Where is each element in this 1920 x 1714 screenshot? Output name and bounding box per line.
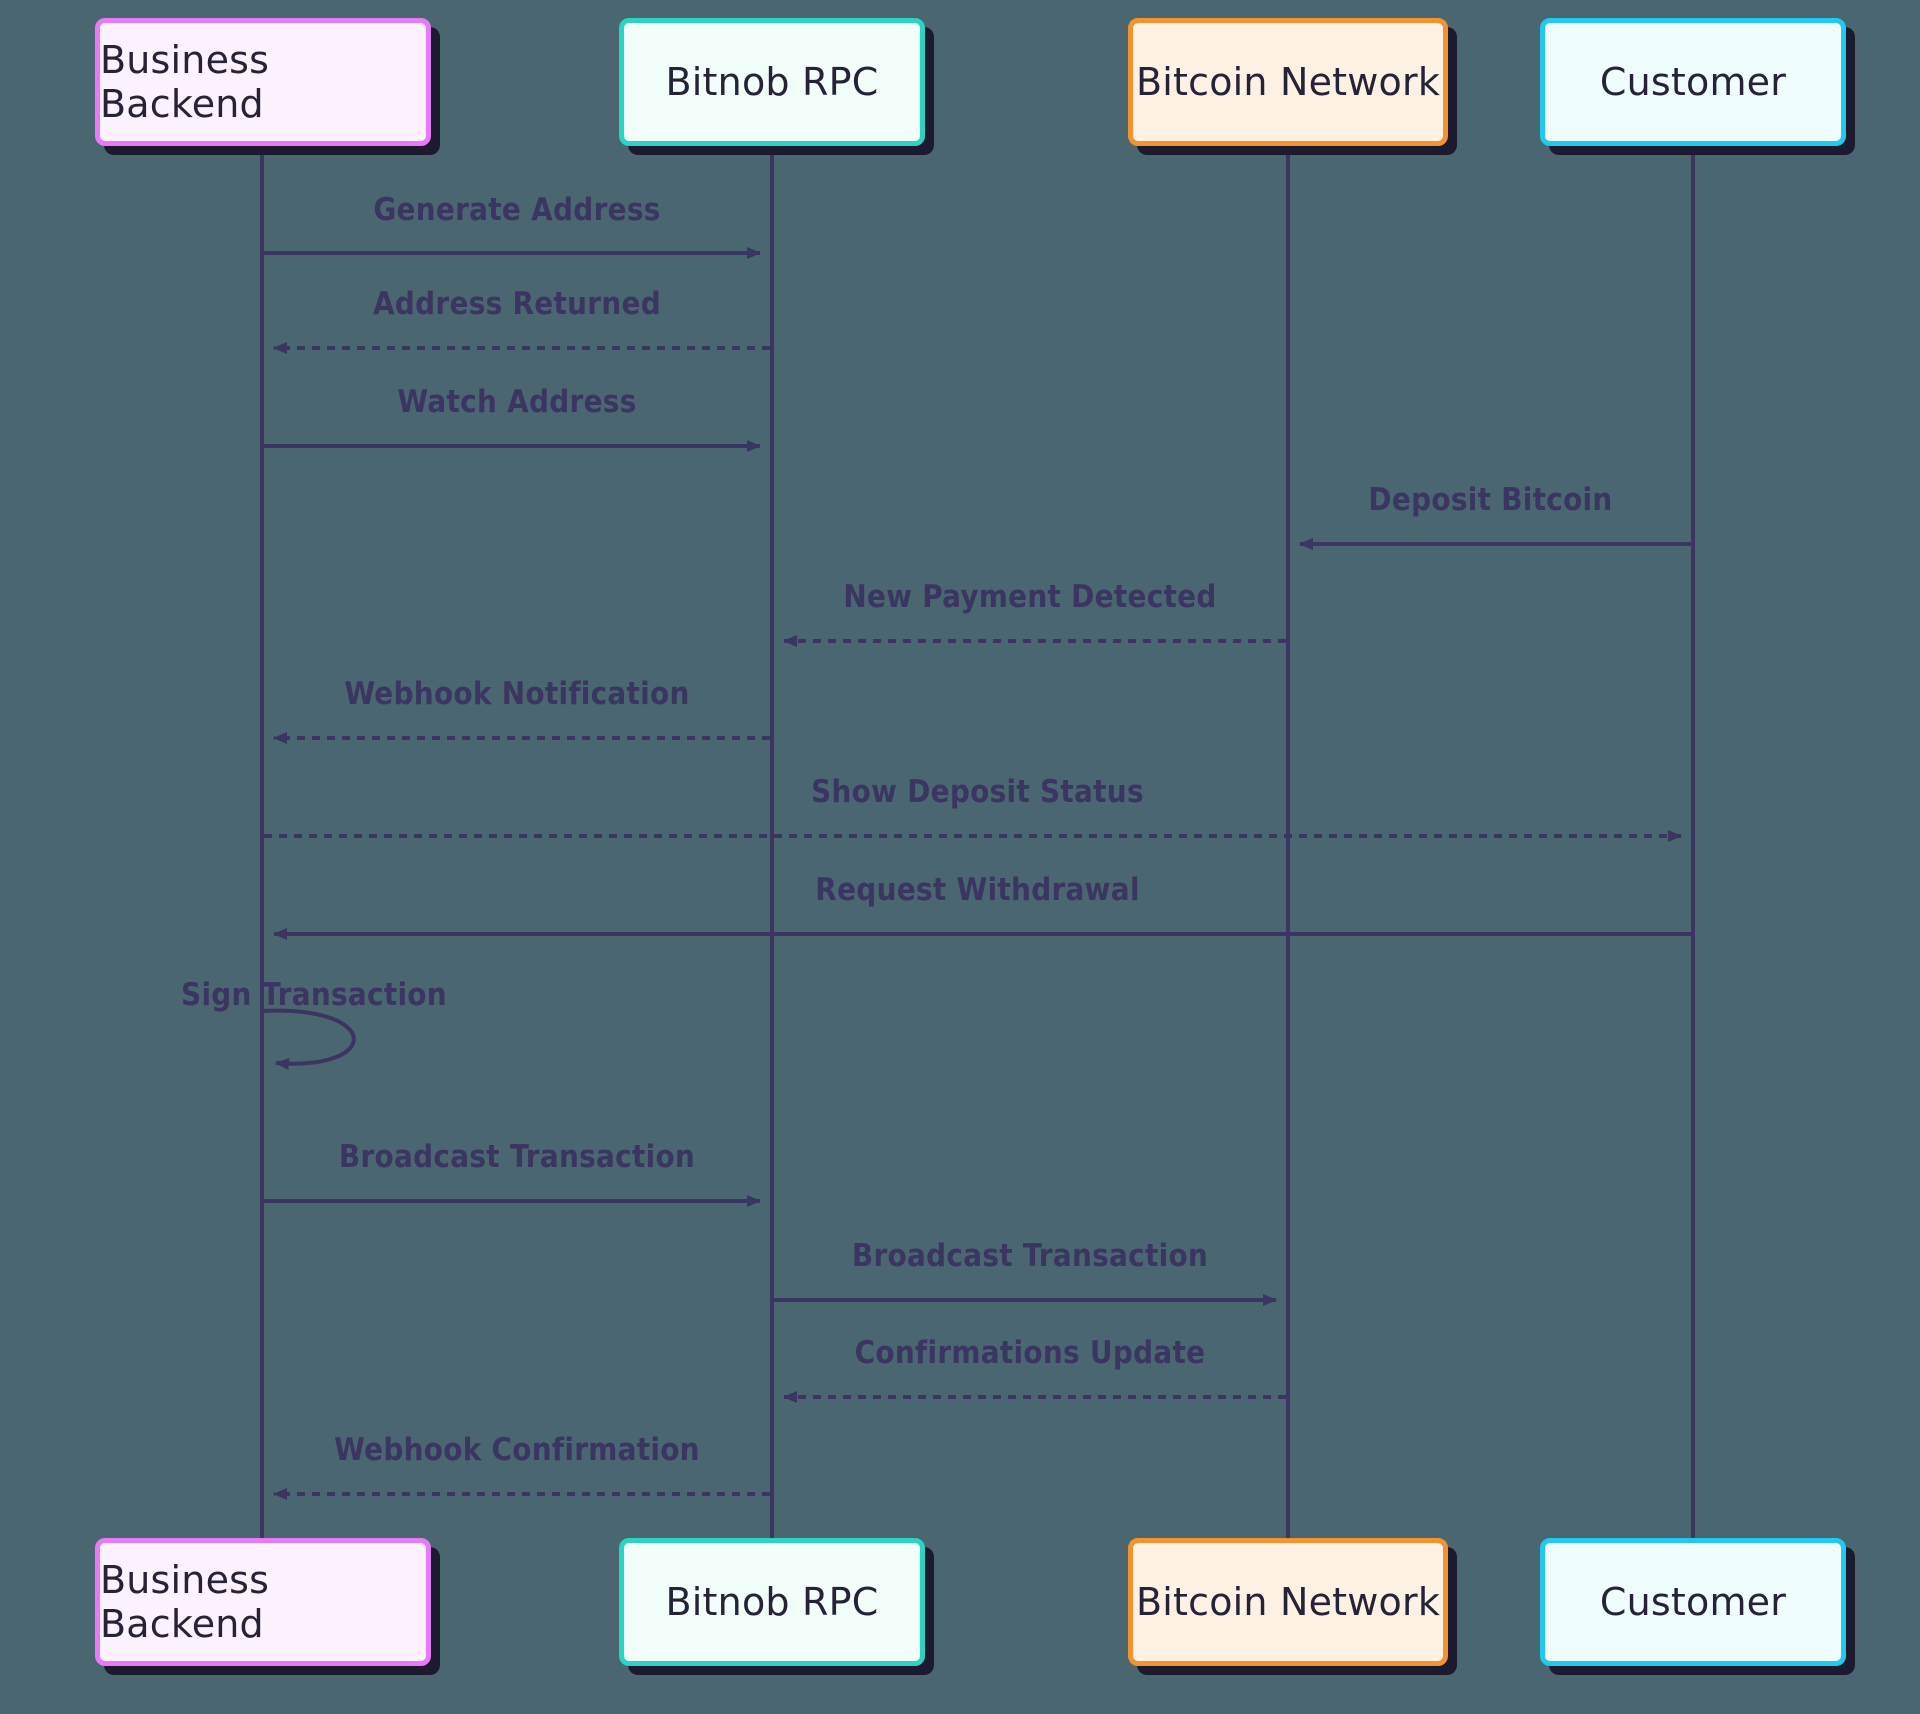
message-label-9: Sign Transaction xyxy=(181,977,447,1013)
participant-label-business-backend: Business Backend xyxy=(100,1558,270,1646)
participant-box-bitnob-rpc-bottom[interactable]: Bitnob RPC xyxy=(619,1538,925,1666)
participant-label-customer: Customer xyxy=(1599,60,1787,104)
messages-group xyxy=(261,247,1691,1500)
message-label-3: Watch Address xyxy=(397,384,637,420)
message-label-13: Webhook Confirmation xyxy=(334,1432,700,1468)
lifelines-group xyxy=(260,146,1695,1538)
message-label-6: Webhook Notification xyxy=(344,676,690,712)
message-label-8: Request Withdrawal xyxy=(815,872,1140,908)
message-label-11: Broadcast Transaction xyxy=(851,1238,1209,1274)
participant-label-bitcoin-network: Bitcoin Network xyxy=(1135,60,1441,104)
participant-label-bitnob-rpc: Bitnob RPC xyxy=(665,60,879,104)
participant-label-customer: Customer xyxy=(1599,1580,1787,1624)
participant-box-business-backend-bottom[interactable]: Business Backend xyxy=(95,1538,431,1666)
participant-box-business-backend-top[interactable]: Business Backend xyxy=(95,18,431,146)
participant-box-customer-top[interactable]: Customer xyxy=(1540,18,1846,146)
message-label-12: Confirmations Update xyxy=(854,1335,1206,1371)
participant-box-customer-bottom[interactable]: Customer xyxy=(1540,1538,1846,1666)
participant-label-business-backend: Business Backend xyxy=(100,38,270,126)
participant-label-bitcoin-network: Bitcoin Network xyxy=(1135,1580,1441,1624)
message-label-10: Broadcast Transaction xyxy=(338,1139,696,1175)
message-arrow-9 xyxy=(261,1008,356,1070)
participant-box-bitcoin-network-bottom[interactable]: Bitcoin Network xyxy=(1128,1538,1448,1666)
message-label-5: New Payment Detected xyxy=(843,579,1217,615)
message-label-1: Generate Address xyxy=(373,192,661,228)
participant-box-bitnob-rpc-top[interactable]: Bitnob RPC xyxy=(619,18,925,146)
message-label-4: Deposit Bitcoin xyxy=(1368,482,1613,518)
message-label-2: Address Returned xyxy=(372,286,662,322)
participant-box-bitcoin-network-top[interactable]: Bitcoin Network xyxy=(1128,18,1448,146)
message-label-7: Show Deposit Status xyxy=(811,774,1144,810)
participant-label-bitnob-rpc: Bitnob RPC xyxy=(665,1580,879,1624)
